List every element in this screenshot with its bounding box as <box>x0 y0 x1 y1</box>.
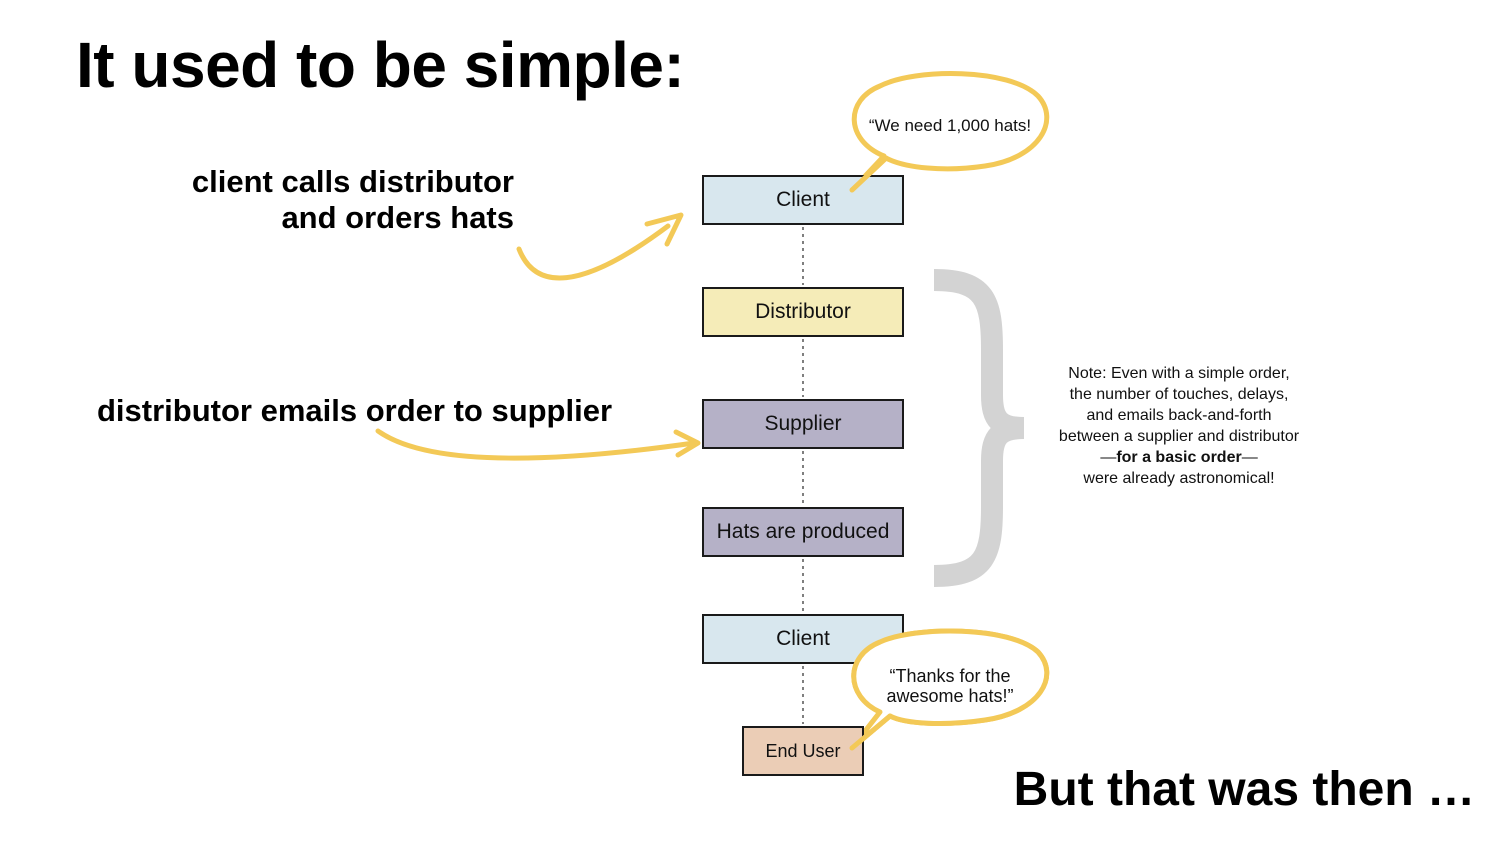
arrow-client-icon <box>516 212 684 281</box>
note-line2: the number of touches, delays, <box>1069 386 1289 403</box>
annotation-client-calls-line1: client calls distributor <box>191 164 514 199</box>
note-line6: were already astronomical! <box>1083 470 1275 487</box>
slide-title: It used to be simple: <box>76 29 685 101</box>
flow-box-hats-produced: Hats are produced <box>702 507 904 557</box>
note-line4: between a supplier and distributor <box>1058 428 1300 445</box>
annotation-distributor-emails: distributor emails order to supplier <box>97 393 613 428</box>
flow-box-supplier: Supplier <box>702 399 904 449</box>
flow-box-client-top: Client <box>702 175 904 225</box>
annotation-client-calls: client calls distributor and orders hats <box>192 164 514 236</box>
side-note: Note: Even with a simple order, the numb… <box>1040 363 1318 489</box>
speech-bubble-enduser-text: “Thanks for the awesome hats!” <box>850 666 1050 706</box>
note-line1: Note: Even with a simple order, <box>1068 365 1290 382</box>
note-line5-suffix: — <box>1241 449 1258 466</box>
note-line3: and emails back-and-forth <box>1086 407 1272 424</box>
speech-bubble-client-text: “We need 1,000 hats! <box>868 116 1032 135</box>
speech-bubble-enduser-line2: awesome hats!” <box>886 686 1014 706</box>
speech-bubble-enduser-line1: “Thanks for the <box>889 666 1011 686</box>
curly-brace-icon <box>933 269 1025 587</box>
note-line5: —for a basic order— <box>1040 447 1318 468</box>
flow-box-distributor: Distributor <box>702 287 904 337</box>
arrow-supplier-icon <box>375 428 701 461</box>
annotation-client-calls-line2: and orders hats <box>281 200 514 235</box>
note-line5-bold: for a basic order <box>1116 449 1242 466</box>
note-line5-prefix: — <box>1100 449 1117 466</box>
flow-box-client-bottom: Client <box>702 614 904 664</box>
closing-text: But that was then … <box>1013 763 1475 816</box>
flow-box-end-user: End User <box>742 726 864 776</box>
